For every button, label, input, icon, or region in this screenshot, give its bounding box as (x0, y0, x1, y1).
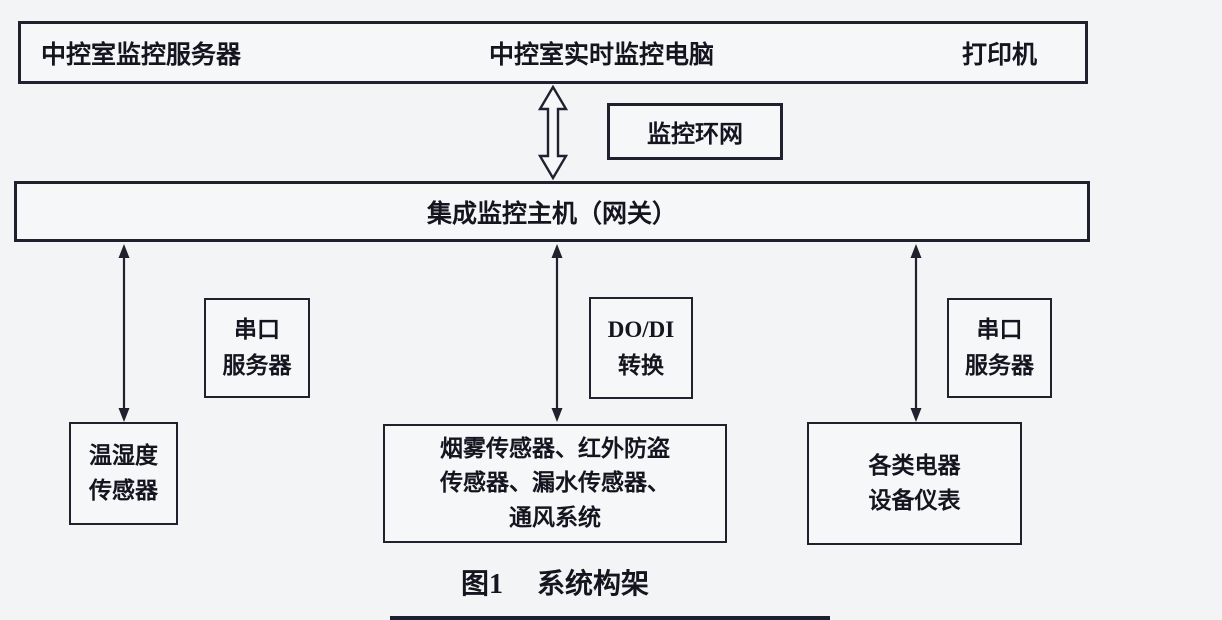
label-printer: 打印机 (961, 41, 1037, 69)
label-control-room-monitoring-server: 中控室监控服务器 (41, 41, 242, 69)
top-devices-box: 中控室监控服务器 中控室实时监控电脑 打印机 (18, 21, 1088, 84)
bottom-edge-bar (390, 616, 830, 620)
figure-caption-title: 系统构架 (537, 569, 650, 600)
sensors-ventilation-box: 烟雾传感器、红外防盗 传感器、漏水传感器、 通风系统 (383, 424, 727, 543)
figure-caption-number: 图1 (460, 569, 503, 600)
dodi-converter-line2: 转换 (617, 353, 664, 378)
middle-double-arrow-icon (551, 244, 563, 422)
electrical-devices-line2: 设备仪表 (868, 487, 961, 513)
serial-server-right-line1: 串口 (976, 317, 1023, 343)
serial-server-right-line2: 服务器 (965, 353, 1034, 378)
serial-server-left-line1: 串口 (234, 317, 280, 343)
label-integrated-monitoring-host: 集成监控主机（网关） (426, 200, 677, 228)
sensors-line1: 烟雾传感器、红外防盗 (440, 435, 670, 461)
temp-humidity-sensor-box: 温湿度 传感器 (69, 422, 178, 525)
gateway-box: 集成监控主机（网关） (14, 181, 1090, 242)
serial-server-left-line2: 服务器 (222, 353, 292, 378)
sensors-line3: 通风系统 (509, 504, 601, 530)
electrical-devices-box: 各类电器 设备仪表 (807, 422, 1022, 545)
hollow-double-arrow-icon (537, 85, 569, 180)
temp-humidity-line1: 温湿度 (89, 443, 158, 468)
label-control-room-realtime-monitor-pc: 中控室实时监控电脑 (488, 41, 714, 69)
label-monitoring-ring-network: 监控环网 (647, 122, 743, 148)
figure-caption: 图1 系统构架 (0, 562, 1110, 602)
serial-server-box-right: 串口 服务器 (947, 298, 1052, 398)
dodi-converter-box: DO/DI 转换 (589, 297, 693, 399)
temp-humidity-line2: 传感器 (89, 477, 158, 503)
sensors-line2: 传感器、漏水传感器、 (440, 470, 670, 496)
right-double-arrow-icon (910, 244, 922, 422)
ring-network-label-box: 监控环网 (607, 103, 783, 160)
electrical-devices-line1: 各类电器 (868, 453, 961, 478)
dodi-converter-line1: DO/DI (607, 317, 675, 343)
serial-server-box-left: 串口 服务器 (204, 298, 310, 398)
left-double-arrow-icon (118, 244, 130, 422)
